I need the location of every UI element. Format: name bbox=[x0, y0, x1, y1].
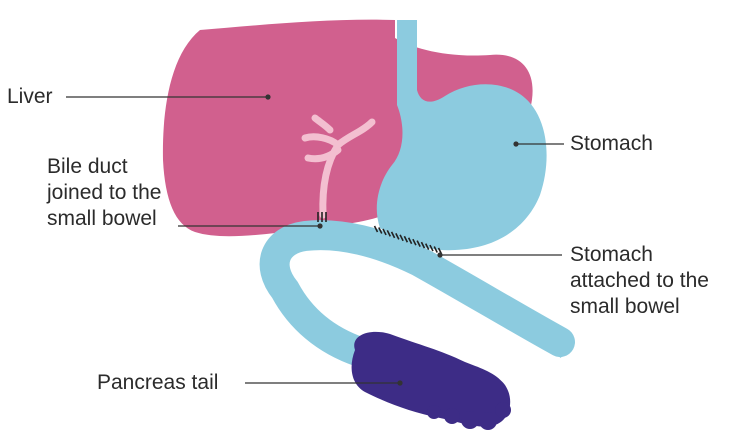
bile-duct-pointer-dot bbox=[317, 223, 322, 228]
bile-duct-label: Bile duct joined to the small bowel bbox=[47, 154, 161, 232]
small-bowel-shape bbox=[275, 235, 560, 352]
stomach-attached-pointer-dot bbox=[437, 252, 442, 257]
liver-pointer-dot bbox=[265, 94, 270, 99]
pancreas-tail-label: Pancreas tail bbox=[97, 370, 218, 396]
stomach-attached-label-line-1: Stomach bbox=[570, 242, 709, 268]
bile-duct-label-line-1: Bile duct bbox=[47, 154, 161, 180]
stomach-label: Stomach bbox=[570, 131, 653, 157]
pancreas-bump bbox=[479, 412, 497, 430]
stomach-pointer-dot bbox=[513, 141, 518, 146]
pancreas-bump bbox=[444, 408, 460, 424]
liver-label: Liver bbox=[7, 84, 53, 110]
pancreas-bump bbox=[495, 402, 511, 418]
pancreas-pointer-dot bbox=[397, 380, 402, 385]
stomach-attached-label-line-3: small bowel bbox=[570, 294, 709, 320]
stomach-attached-label-line-2: attached to the bbox=[570, 268, 709, 294]
bile-duct-label-line-2: joined to the bbox=[47, 180, 161, 206]
pancreas-bump bbox=[427, 405, 441, 419]
stomach-attached-label: Stomach attached to the small bowel bbox=[570, 242, 709, 320]
bile-duct-label-line-3: small bowel bbox=[47, 206, 161, 232]
pancreas-bump bbox=[461, 411, 479, 429]
